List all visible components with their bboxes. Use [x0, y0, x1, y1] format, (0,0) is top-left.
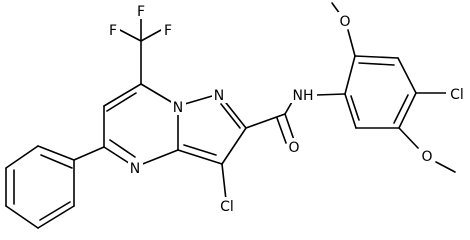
atom-n-pyrazole: N [212, 86, 227, 104]
atom-f-right: F [161, 21, 175, 39]
bond [315, 93, 346, 96]
bond [344, 93, 357, 129]
bond [103, 83, 142, 107]
bond [37, 205, 75, 229]
atom-label: O [421, 149, 432, 165]
bond [119, 29, 142, 42]
atom-o-amide: O [287, 138, 302, 156]
atom-label: O [339, 14, 350, 30]
bond [140, 29, 162, 42]
atom-o-methoxy-bottom: O [420, 147, 435, 165]
atom-label: NH [293, 88, 314, 104]
bond [221, 127, 247, 165]
bond [397, 57, 417, 94]
atom-label: F [109, 23, 117, 39]
bond [344, 55, 356, 95]
atom-label: F [137, 4, 145, 20]
atom-f-left: F [106, 21, 120, 39]
atom-cl-aryl: Cl [446, 85, 468, 103]
atom-n-bridgehead: N [171, 98, 186, 116]
atom-n-pyrimidine: N [128, 159, 143, 177]
bond [245, 113, 286, 129]
bond [183, 144, 217, 156]
bond [358, 62, 395, 66]
bond [347, 29, 356, 57]
bond [393, 94, 409, 124]
bond [39, 201, 71, 221]
atom-cl-pyrazole: Cl [216, 197, 238, 215]
bond [5, 205, 39, 229]
bond [354, 55, 399, 59]
bond [37, 145, 75, 161]
atom-labels: F F F N N N NH O [106, 2, 468, 215]
bond [177, 149, 223, 165]
bond [109, 139, 136, 158]
atom-label: N [214, 88, 224, 104]
bond [350, 95, 360, 121]
bond [398, 92, 417, 129]
bond [276, 117, 287, 144]
atom-label: Cl [220, 199, 234, 215]
bond [398, 127, 419, 149]
atom-label: O [288, 140, 299, 156]
bond [221, 163, 227, 201]
bond [40, 154, 73, 169]
bond-lines [5, 2, 456, 229]
atom-nh: NH [289, 86, 317, 104]
bond [284, 113, 295, 141]
atom-label: N [130, 161, 140, 177]
bond [106, 92, 137, 112]
atom-label: Cl [450, 87, 464, 103]
bond [435, 161, 456, 173]
bond [5, 145, 39, 169]
atom-o-methoxy-top: O [338, 12, 353, 30]
atom-label: F [164, 23, 172, 39]
atom-f-top: F [134, 2, 148, 20]
atom-label: N [173, 100, 183, 116]
bond [220, 103, 241, 129]
bond [73, 146, 105, 161]
molecule-diagram: F F F N N N NH O [5, 2, 468, 229]
